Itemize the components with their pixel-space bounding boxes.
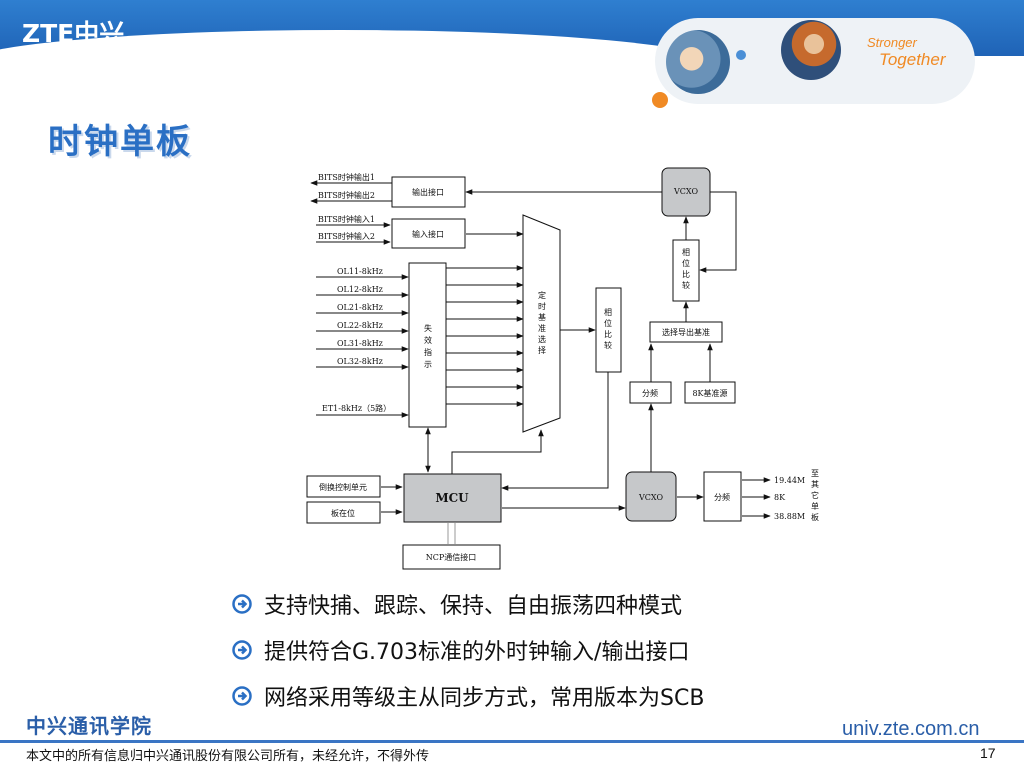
svg-text:板在位: 板在位	[331, 508, 355, 518]
svg-text:比: 比	[682, 269, 690, 279]
svg-text:选: 选	[538, 334, 546, 344]
slogan-line-2: Together	[879, 50, 946, 69]
vcxo-top-block	[661, 167, 711, 217]
arrow-circle-icon	[232, 594, 252, 614]
svg-text:它: 它	[811, 490, 819, 500]
svg-text:择: 择	[538, 345, 546, 355]
svg-text:相: 相	[682, 247, 690, 257]
svg-text:至: 至	[811, 469, 819, 478]
slogan-line-1: Stronger	[867, 35, 917, 50]
svg-text:准: 准	[538, 323, 546, 333]
svg-text:BITS时钟输出2: BITS时钟输出2	[318, 190, 375, 200]
header-curve	[0, 30, 720, 100]
svg-text:NCP通信接口: NCP通信接口	[426, 552, 477, 562]
svg-text:8K: 8K	[774, 493, 786, 502]
svg-text:效: 效	[424, 335, 432, 345]
svg-text:较: 较	[682, 280, 690, 290]
board-present-block	[306, 501, 381, 524]
svg-text:基: 基	[538, 312, 546, 322]
slogan: Stronger Together	[867, 34, 945, 68]
svg-text:OL32-8kHz: OL32-8kHz	[337, 357, 383, 366]
footer-divider	[0, 740, 1024, 743]
phase-compare-2-block	[672, 239, 700, 302]
people-photo-icon	[781, 20, 841, 80]
svg-text:MCU: MCU	[435, 491, 469, 505]
svg-text:分频: 分频	[714, 492, 730, 502]
svg-text:示: 示	[424, 360, 432, 369]
svg-text:VCXO: VCXO	[673, 187, 698, 196]
phase-compare-block	[595, 287, 622, 373]
copyright-notice: 本文中的所有信息归中兴通讯股份有限公司所有，未经允许，不得外传	[26, 749, 430, 764]
people-photo-icon	[666, 30, 730, 94]
timing-select-block	[522, 214, 561, 433]
arrow-circle-icon	[232, 686, 252, 706]
svg-text:失: 失	[424, 323, 432, 333]
svg-text:时: 时	[538, 301, 546, 311]
svg-text:BITS时钟输入1: BITS时钟输入1	[318, 214, 375, 224]
decorative-dot-icon	[652, 92, 668, 108]
input-interface-block	[391, 218, 466, 249]
svg-text:38.88M: 38.88M	[774, 512, 805, 521]
loss-indicator-block	[408, 262, 447, 428]
switch-control-block	[306, 475, 381, 498]
svg-text:比: 比	[604, 329, 612, 339]
svg-text:相: 相	[604, 307, 612, 317]
svg-text:OL11-8kHz: OL11-8kHz	[337, 267, 383, 276]
output-interface-block	[391, 176, 466, 208]
mcu-block	[403, 473, 502, 523]
svg-text:分频: 分频	[642, 388, 658, 398]
svg-text:ET1-8kHz（5路）: ET1-8kHz（5路）	[322, 403, 391, 413]
decorative-dot-icon	[736, 50, 746, 60]
school-name: 中兴通讯学院	[26, 714, 152, 738]
svg-text:8K基准源: 8K基准源	[692, 388, 727, 398]
svg-text:定: 定	[538, 290, 546, 300]
svg-text:位: 位	[604, 318, 612, 328]
divider-block	[629, 381, 672, 404]
page-number: 17	[980, 745, 996, 761]
svg-text:单: 单	[811, 501, 819, 511]
svg-text:BITS时钟输入2: BITS时钟输入2	[318, 231, 375, 241]
select-ref-block	[649, 321, 723, 343]
ncp-interface-block	[402, 544, 501, 570]
svg-text:OL21-8kHz: OL21-8kHz	[337, 303, 383, 312]
svg-text:选择导出基准: 选择导出基准	[662, 327, 710, 337]
divider-2-block	[703, 471, 742, 522]
svg-text:VCXO: VCXO	[638, 493, 663, 502]
svg-text:19.44M: 19.44M	[774, 476, 805, 485]
svg-text:BITS时钟输出1: BITS时钟输出1	[318, 172, 375, 182]
vcxo-bottom-block	[625, 471, 677, 522]
bullet-text: 提供符合G.703标准的外时钟输入/输出接口	[264, 640, 690, 665]
bullet-text: 网络采用等级主从同步方式，常用版本为SCB	[264, 686, 705, 711]
svg-text:输出接口: 输出接口	[412, 187, 444, 197]
svg-text:OL12-8kHz: OL12-8kHz	[337, 285, 383, 294]
svg-text:较: 较	[604, 340, 612, 350]
svg-text:OL31-8kHz: OL31-8kHz	[337, 339, 383, 348]
ref-8k-block	[684, 381, 736, 404]
svg-text:OL22-8kHz: OL22-8kHz	[337, 321, 383, 330]
svg-text:其: 其	[811, 480, 819, 489]
svg-text:位: 位	[682, 258, 690, 268]
bullet-text: 支持快捕、跟踪、保持、自由振荡四种模式	[264, 594, 683, 619]
website-link[interactable]: univ.zte.com.cn	[842, 718, 980, 740]
arrow-circle-icon	[232, 640, 252, 660]
svg-text:指: 指	[424, 347, 432, 357]
svg-text:板: 板	[811, 512, 819, 522]
zte-logo: ZTE中兴	[22, 19, 125, 48]
svg-text:输入接口: 输入接口	[412, 229, 444, 239]
page-title: 时钟单板	[48, 122, 192, 162]
svg-text:倒换控制单元: 倒换控制单元	[319, 482, 367, 492]
